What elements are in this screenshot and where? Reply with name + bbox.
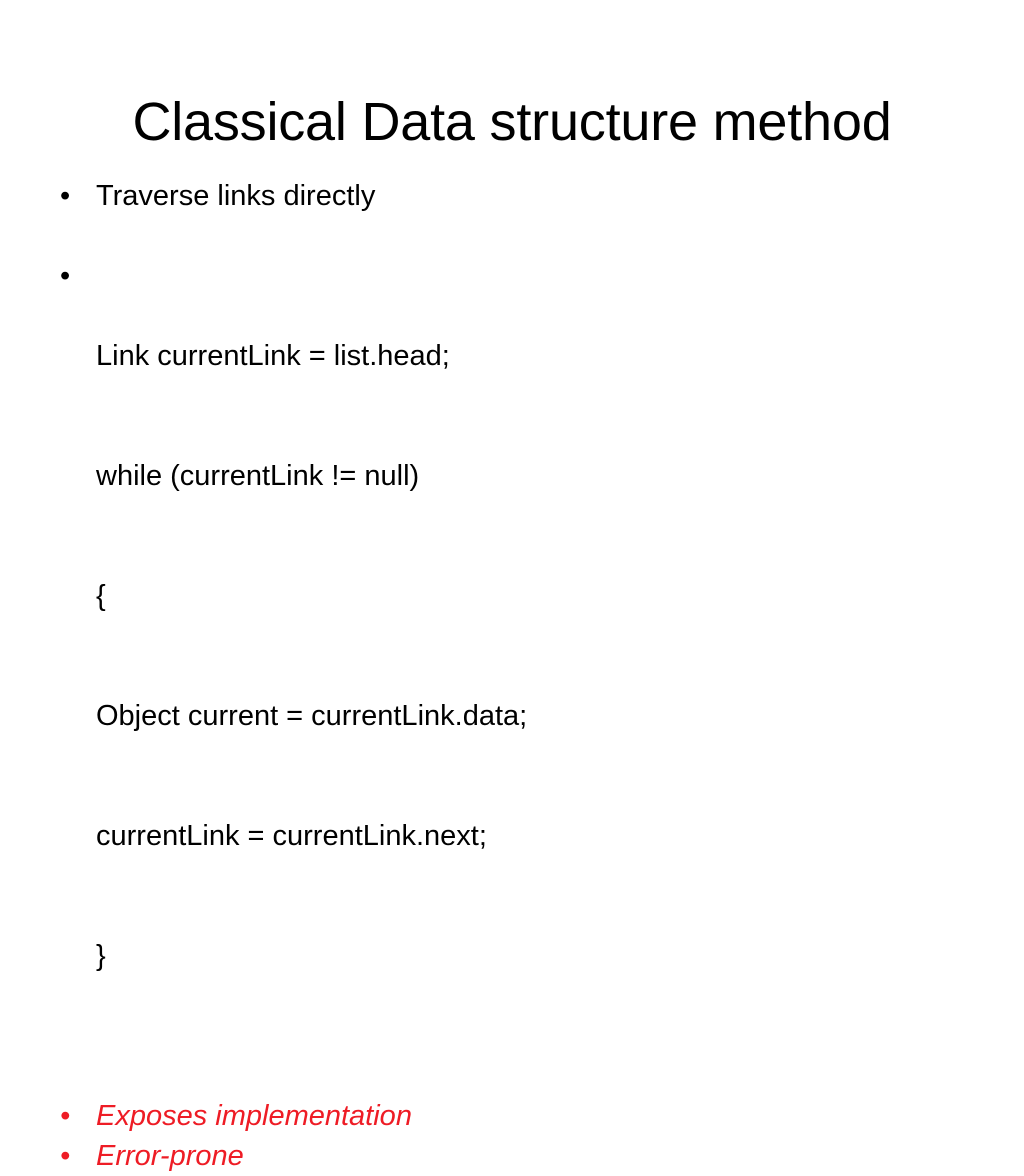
code-line: } <box>96 940 106 972</box>
bullet-icon: • <box>60 180 71 212</box>
bullet-icon: • <box>60 1140 71 1172</box>
bullet-icon: • <box>60 1100 71 1132</box>
code-line: { <box>96 580 106 612</box>
slide-body: • Traverse links directly • Link current… <box>56 176 968 1176</box>
list-item: • Exposes implementation <box>56 1096 968 1136</box>
list-item: • Error-prone <box>56 1136 968 1176</box>
list-item-label: Traverse links directly <box>96 180 376 212</box>
code-line: Object current = currentLink.data; <box>96 700 528 732</box>
slide: Classical Data structure method • Traver… <box>60 92 892 1172</box>
page-title: Classical Data structure method <box>132 92 892 153</box>
list-item-label: Exposes implementation <box>96 1100 412 1132</box>
list-item: • Link currentLink = list.head; while (c… <box>56 256 968 1056</box>
spacer <box>56 1056 968 1096</box>
spacer <box>56 216 968 256</box>
list-item-label: Error-prone <box>96 1140 244 1172</box>
list-item: • Traverse links directly <box>56 176 968 216</box>
code-block: Link currentLink = list.head; while (cur… <box>96 256 968 1056</box>
code-line: currentLink = currentLink.next; <box>96 820 487 852</box>
bullet-icon: • <box>60 260 71 292</box>
code-line: while (currentLink != null) <box>96 460 420 492</box>
code-line: Link currentLink = list.head; <box>96 340 450 372</box>
